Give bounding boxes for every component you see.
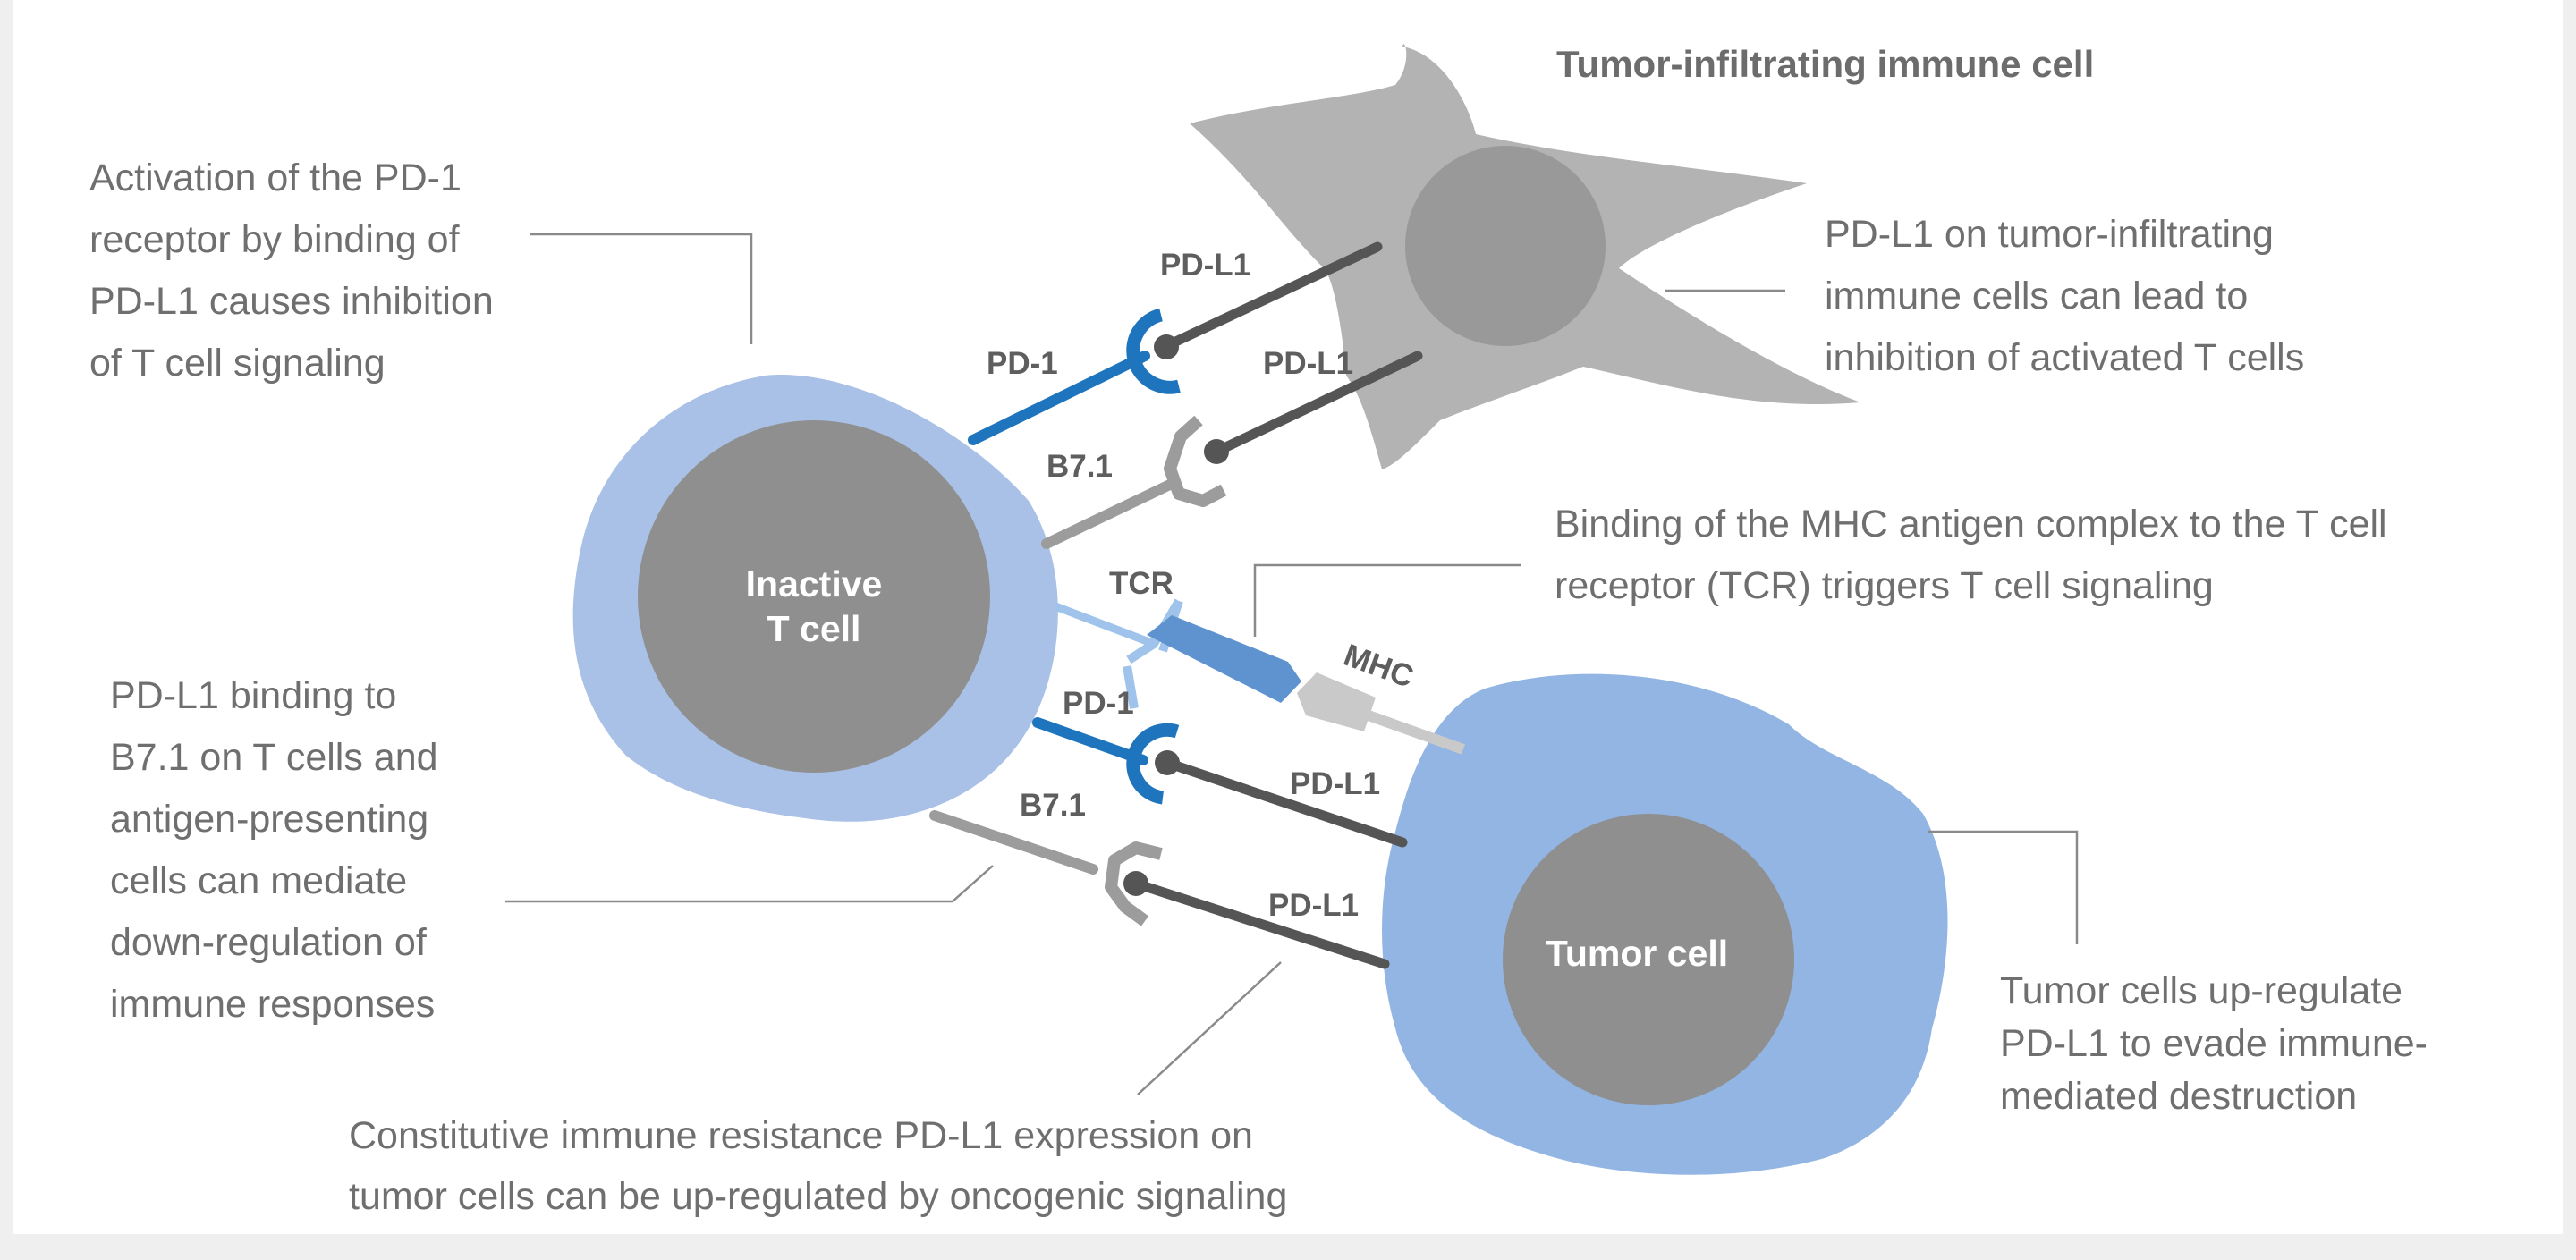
mhc-stalk [1366, 710, 1466, 755]
label-pdl1-bottom-1: PD-L1 [1290, 766, 1380, 801]
annotation-line: down-regulation of [110, 921, 428, 964]
immune-cell [1190, 44, 1860, 469]
annotation-line: immune cells can lead to [1825, 275, 2248, 317]
annotation-line: of T cell signaling [89, 342, 386, 385]
b71-top-receptor [1164, 415, 1227, 507]
leader-pd1-activation [530, 233, 753, 344]
annotation-line: PD-L1 on tumor-infiltrating [1825, 213, 2274, 256]
annotation-line: immune responses [110, 983, 435, 1026]
annotation-line: inhibition of activated T cells [1825, 336, 2304, 379]
annotation-line: Binding of the MHC antigen complex to th… [1555, 503, 2387, 545]
annotation-b71-binding: PD-L1 binding to B7.1 on T cells and ant… [110, 674, 438, 1026]
pdl1-top-2-stalk [1211, 351, 1423, 457]
leader-tumor-upregulate [1928, 830, 2079, 944]
tcr-mhc-complex [1054, 598, 1466, 755]
annotation-line: cells can mediate [110, 859, 407, 902]
t-cell-label-line2: T cell [767, 608, 861, 649]
label-tcr: TCR [1109, 566, 1174, 601]
annotation-line: PD-L1 causes inhibition [89, 280, 494, 323]
annotation-line: Tumor cells up-regulate [2000, 969, 2402, 1012]
annotation-line: tumor cells can be up-regulated by oncog… [349, 1175, 1287, 1218]
pdl1-top-1-head [1154, 334, 1179, 359]
immune-cell-nucleus [1405, 146, 1606, 346]
label-pdl1-top-1: PD-L1 [1160, 248, 1250, 283]
tumor-cell: Tumor cell [1382, 673, 1948, 1175]
t-cell-label-line1: Inactive [746, 563, 883, 605]
annotation-line: receptor by binding of [89, 218, 461, 261]
label-pdl1-bottom-2: PD-L1 [1268, 888, 1359, 923]
mhc-body [1297, 672, 1376, 731]
annotation-constitutive: Constitutive immune resistance PD-L1 exp… [349, 1114, 1287, 1218]
annotation-line: PD-L1 binding to [110, 674, 396, 717]
label-pd1-bottom: PD-1 [1063, 686, 1134, 721]
pdl1-top-2-head [1204, 439, 1229, 464]
pdl1-bottom-2-stalk [1131, 878, 1390, 969]
pdl1-top-1-stalk [1163, 241, 1383, 351]
pd1-bottom-stalk [1032, 717, 1148, 765]
b71-pdl1-bottom-pair [929, 810, 1390, 969]
leader-constitutive [1137, 961, 1282, 1095]
label-pdl1-top-2: PD-L1 [1263, 346, 1353, 381]
pd1-top-stalk [968, 351, 1150, 445]
annotation-mhc-binding: Binding of the MHC antigen complex to th… [1555, 503, 2387, 607]
annotation-line: Constitutive immune resistance PD-L1 exp… [349, 1114, 1253, 1157]
pdl1-bottom-1-head [1155, 750, 1180, 775]
annotation-line: receptor (TCR) triggers T cell signaling [1555, 564, 2214, 607]
label-pd1-top: PD-1 [987, 346, 1058, 381]
annotation-tumor-upregulate: Tumor cells up-regulate PD-L1 to evade i… [2000, 969, 2428, 1118]
tcr-antigen-body [1147, 615, 1301, 703]
annotation-line: PD-L1 to evade immune- [2000, 1022, 2428, 1065]
label-b71-top: B7.1 [1046, 449, 1113, 484]
tcr-stalk [1054, 602, 1156, 648]
annotation-pd1-activation: Activation of the PD-1 receptor by bindi… [89, 156, 494, 385]
annotation-pdl1-immune: PD-L1 on tumor-infiltrating immune cells… [1825, 213, 2304, 379]
label-b71-bottom: B7.1 [1020, 788, 1086, 823]
tumor-cell-label: Tumor cell [1546, 933, 1728, 974]
pdl1-bottom-2-head [1123, 871, 1148, 896]
pdl1-bottom-1-stalk [1162, 757, 1408, 848]
t-cell-nucleus [638, 420, 990, 773]
pd1-pdl1-top-pair [968, 241, 1383, 445]
annotation-line: B7.1 on T cells and [110, 736, 438, 779]
t-cell: Inactive T cell [572, 375, 1058, 822]
b71-pdl1-top-pair [1041, 351, 1423, 549]
immune-cell-title: Tumor-infiltrating immune cell [1556, 43, 2094, 85]
annotation-line: Activation of the PD-1 [89, 156, 462, 199]
annotation-line: antigen-presenting [110, 798, 428, 841]
leader-mhc-binding [1253, 563, 1521, 637]
b71-top-stalk [1041, 478, 1179, 549]
annotation-line: mediated destruction [2000, 1075, 2357, 1118]
pd1-bottom-receptor-cup [1126, 723, 1180, 805]
b71-bottom-receptor [1105, 841, 1163, 926]
pd1-pdl1-bottom-pair [1032, 717, 1408, 848]
pd1-top-receptor-cup [1126, 308, 1181, 394]
leader-b71-binding [505, 865, 994, 903]
b71-bottom-stalk [929, 810, 1098, 875]
tumor-cell-nucleus [1503, 814, 1794, 1105]
